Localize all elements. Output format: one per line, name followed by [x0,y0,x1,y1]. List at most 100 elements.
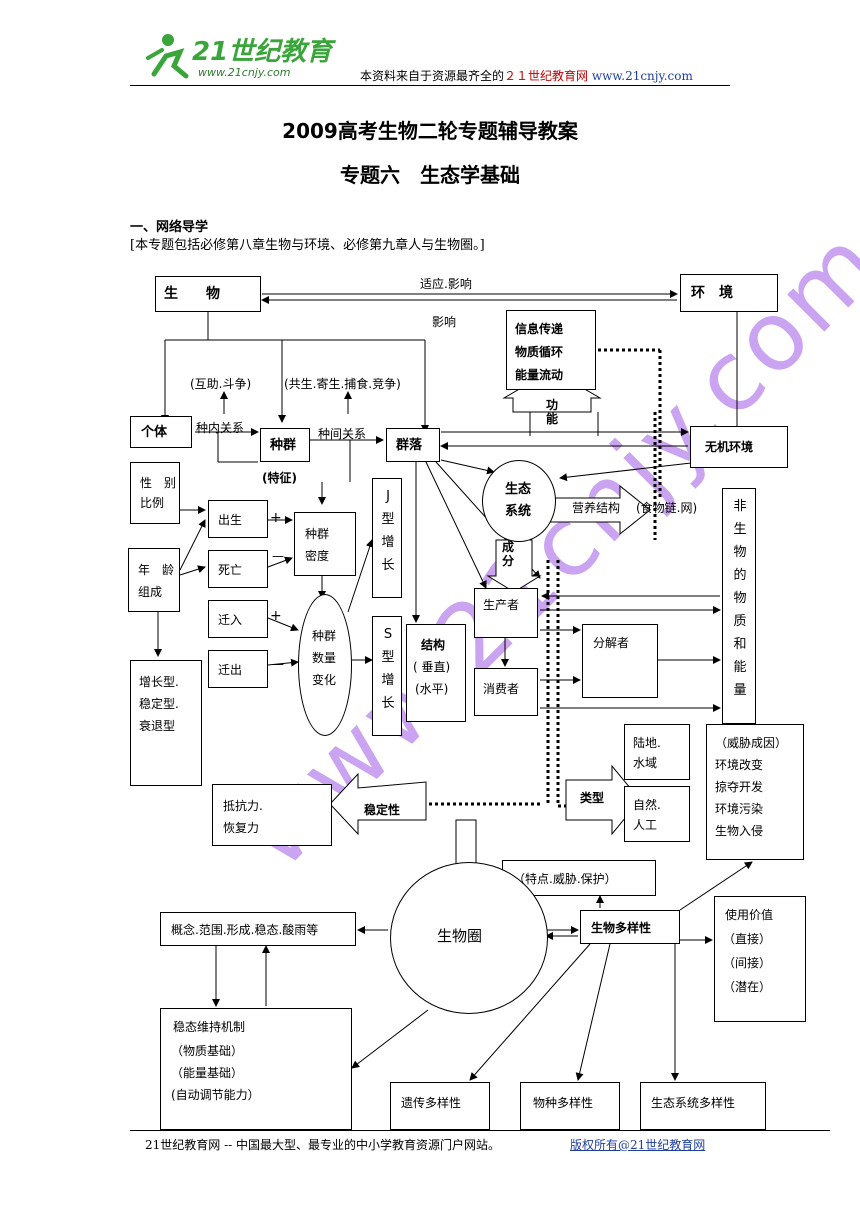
use-value-item: （潜在） [723,980,772,994]
logo-url: www.21cnjy.com [198,66,291,79]
threat-item: 环境改变 [715,758,764,772]
runner-logo-icon: 21世纪教育 www.21cnjy.com [146,34,336,79]
section-heading: 一、网络导学 [130,220,209,235]
matter-energy-label: 非 生 物 的 物 质 和 能 量 [733,499,747,698]
birth-plus: + [270,510,282,526]
individual-box: 个体 [130,416,192,448]
land-water-box: 陆地. 水域 [624,724,690,780]
inter-relation-label: 种间关系 [318,427,367,441]
page-subtitle: 专题六 生态学基础 [340,163,520,187]
density-box: 种群 密度 [294,512,356,576]
logo-text: 21世纪教育 [192,37,336,67]
resistance-box: 抵抗力. 恢复力 [212,784,332,846]
intra-relation-label: 种内关系 [196,421,245,435]
s-growth-box: S 型 增 长 [372,616,402,736]
age-types-box: 增长型. 稳定型. 衰退型 [130,660,202,786]
function-label: 功 能 [545,398,558,426]
homeostasis-item: （物质基础） [171,1044,244,1058]
food-chain-label: (食物链.网) [636,501,698,515]
footer-left: 21世纪教育网 -- 中国最大型、最专业的中小学教育资源门户网站。 [145,1138,501,1152]
header-source-url[interactable]: www.21cnjy.com [591,69,693,83]
stability-label: 稳定性 [364,803,401,817]
decomposer-box: 分解者 [582,624,658,698]
homeostasis-item: (自动调节能力） [171,1088,260,1102]
individual-label: 个体 [141,425,168,440]
components-arrow [486,539,542,593]
footer-copyright-link[interactable]: 版权所有@21世纪教育网 [570,1138,706,1152]
biosphere-circle: 生物圈 [390,862,548,1014]
death-label: 死亡 [218,563,243,577]
ecosystem-div-box: 生态系统多样性 [640,1082,766,1130]
population-box: 种群 [260,428,310,462]
environment-box: 环 境 [680,274,778,312]
organism-label: 生 物 [164,286,220,302]
threat-item: 掠夺开发 [715,780,764,794]
use-value-title: 使用价值 [725,908,774,922]
community-label: 群落 [396,438,423,453]
page-title: 2009高考生物二轮专题辅导教案 [282,119,578,143]
threat-title: （威胁成因） [715,736,788,750]
structure-title: 结构 [421,638,446,652]
j-growth-label: J 型 增 长 [381,489,395,573]
ecosystem-circle: 生态 系统 [482,460,556,542]
land-water-label: 陆地. 水域 [633,736,661,770]
producer-label: 生产者 [483,598,520,612]
sex-ratio-label: 性 别 比例 [140,476,177,510]
trophic-label: 营养结构 [572,501,621,515]
use-value-item: （直接） [723,932,772,946]
population-label: 种群 [270,438,297,453]
emigration-box: 迁出 [208,650,268,688]
structure-vertical: ( 垂直) [413,660,451,674]
age-structure-label: 年 龄 组成 [138,563,175,599]
change-label: 种群 数量 变化 [312,629,337,687]
threat-box: （威胁成因） 环境改变 掠夺开发 环境污染 生物入侵 [706,724,804,860]
genetic-div-box: 遗传多样性 [390,1082,490,1130]
threat-item: 生物入侵 [715,824,764,838]
biodiversity-label: 生物多样性 [591,921,652,935]
birth-box: 出生 [208,500,268,538]
threat-item: 环境污染 [715,802,764,816]
function-box: 信息传递 物质循环 能量流动 [506,310,596,390]
emigration-minus: — [272,657,284,671]
resistance-label: 抵抗力. 恢复力 [223,799,263,835]
biosphere-concepts-box: 概念.范围.形成.稳态.酸雨等 [160,912,356,946]
features-label: （特点.威胁.保护） [513,872,617,886]
death-box: 死亡 [208,550,268,588]
trophic-arrow [543,484,651,536]
biosphere-concepts-label: 概念.范围.形成.稳态.酸雨等 [171,923,319,937]
components-label: 成 分 [501,540,514,568]
structure-box: 结构 ( 垂直) (水平) [406,624,466,722]
influence-label: 影响 [432,315,457,329]
sex-ratio-box: 性 别 比例 [130,462,180,524]
age-structure-box: 年 龄 组成 [128,548,180,612]
ecosystem-div-label: 生态系统多样性 [651,1096,736,1110]
organism-box: 生 物 [155,276,261,312]
energy-flow-label: 能量流动 [515,368,564,382]
species-div-label: 物种多样性 [533,1096,594,1110]
matter-cycle-label: 物质循环 [515,345,564,359]
interspecies-types-label: (共生.寄生.捕食.竞争) [284,377,401,391]
abiotic-label: 无机环境 [705,440,754,454]
environment-label: 环 境 [691,285,733,301]
header-rule [130,85,730,86]
immigration-label: 迁入 [218,613,243,627]
birth-label: 出生 [218,513,243,527]
change-ellipse: 种群 数量 变化 [298,594,352,736]
features-box: （特点.威胁.保护） [502,860,656,896]
ecosystem-label: 生态 系统 [505,482,532,519]
feature-label: (特征) [262,471,297,485]
biosphere-label: 生物圈 [437,927,483,945]
death-minus: — [272,549,284,563]
footer-rule [130,1130,830,1131]
homeostasis-item: （能量基础） [171,1066,244,1080]
s-growth-label: S 型 增 长 [381,627,395,711]
header-source-site[interactable]: ２１世纪教育网 [504,69,589,83]
immigration-plus: + [270,608,282,624]
density-label: 种群 密度 [305,527,330,563]
biodiversity-box: 生物多样性 [580,910,680,944]
homeostasis-box: 稳态维持机制 （物质基础） （能量基础） (自动调节能力） [160,1008,352,1130]
immigration-box: 迁入 [208,600,268,638]
site-logo: 21世纪教育 www.21cnjy.com [140,30,340,82]
community-box: 群落 [386,428,440,462]
adapt-influence-label: 适应.影响 [420,277,472,291]
